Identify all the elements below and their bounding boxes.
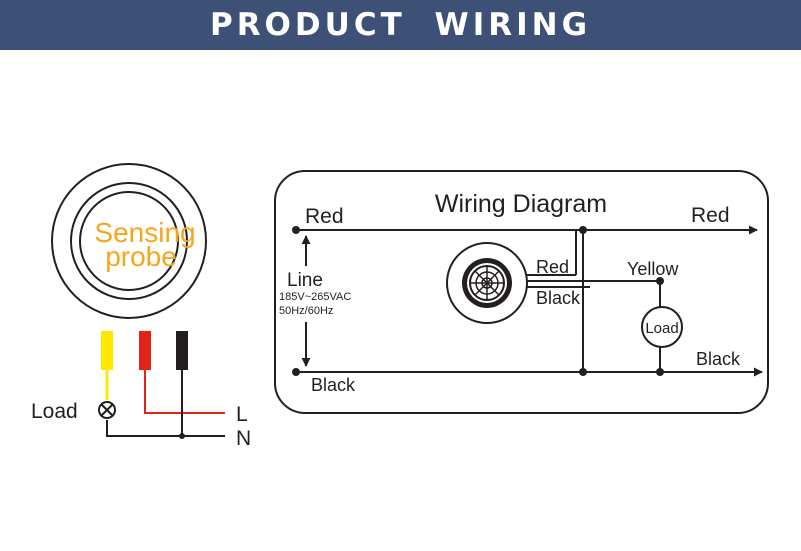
red-wire-sleeve <box>139 331 151 370</box>
neutral-wire <box>106 420 225 437</box>
black-right-label: Black <box>696 349 741 369</box>
voltage-label: 185V~265VAC <box>279 291 351 303</box>
page-title: PRODUCT WIRING <box>209 7 592 43</box>
live-terminal-dot <box>292 226 300 234</box>
yellow-label: Yellow <box>627 259 679 279</box>
sensor-product-view: Sensing probe Load L N <box>31 163 251 450</box>
red-wire <box>144 370 225 414</box>
sensor-symbol <box>446 242 528 324</box>
red-left-label: Red <box>305 205 344 228</box>
yellow-junction-dot <box>656 277 664 285</box>
line-label: Line <box>287 270 323 291</box>
probe-label-line2: probe <box>105 241 177 272</box>
red-right-label: Red <box>691 204 730 227</box>
header-banner: PRODUCT WIRING <box>0 0 801 50</box>
wiring-illustration: Sensing probe Load L N Wiring Diagram Re… <box>31 163 769 450</box>
probe-label-line1: Sensing <box>94 217 195 248</box>
diagram-title: Wiring Diagram <box>435 190 607 218</box>
neutral-terminal-dot <box>292 368 300 376</box>
lamp-icon <box>98 401 116 419</box>
sensor-inner-ring <box>79 191 179 291</box>
load-label: Load <box>31 400 78 423</box>
black-left-label: Black <box>311 375 356 395</box>
sensor-red-label: Red <box>536 257 569 277</box>
load-symbol <box>641 306 683 348</box>
yellow-wire-sleeve <box>101 331 113 370</box>
junction-dot <box>179 433 185 439</box>
terminal-n: N <box>236 427 251 450</box>
terminal-l: L <box>236 403 248 426</box>
wiring-diagram-box: Wiring Diagram Red Red Line 185V~265VAC … <box>274 170 769 414</box>
black-wire-sleeve <box>176 331 188 370</box>
load-symbol-label: Load <box>645 320 678 337</box>
sensor-black-label: Black <box>536 288 581 308</box>
frequency-label: 50Hz/60Hz <box>279 305 333 317</box>
